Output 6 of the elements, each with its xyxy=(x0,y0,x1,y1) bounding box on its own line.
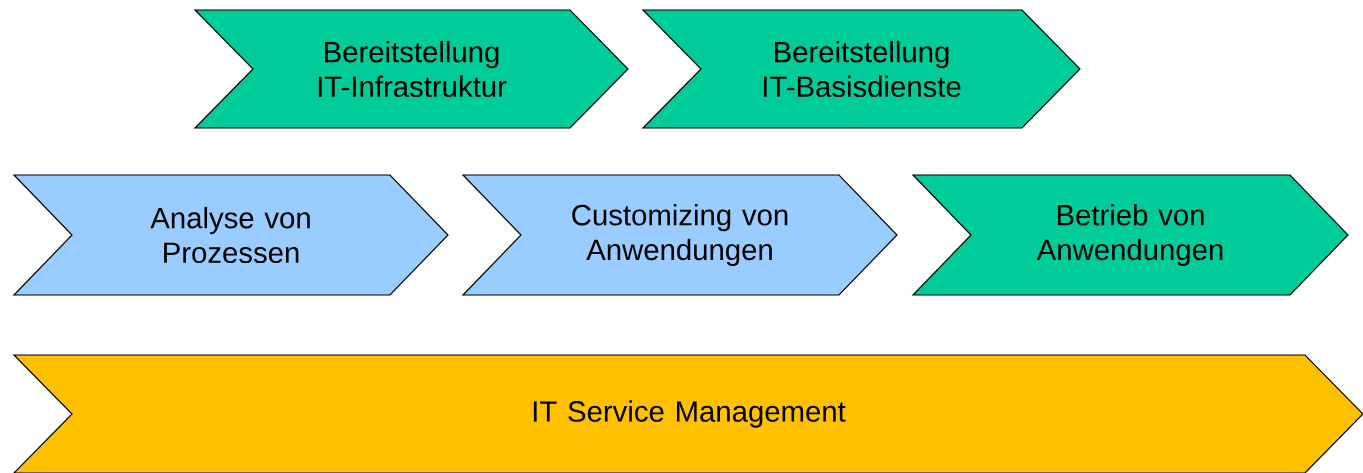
chevron-box: Bereitstellung IT-Infrastruktur xyxy=(193,9,629,129)
chevron-box: Betrieb von Anwendungen xyxy=(911,174,1349,296)
chevron-box: IT Service Management xyxy=(12,354,1363,473)
chevron-box: Bereitstellung IT-Basisdienste xyxy=(641,9,1081,129)
chevron-box: Customizing von Anwendungen xyxy=(461,174,898,296)
chevron-box: Analyse von Prozessen xyxy=(12,174,449,296)
